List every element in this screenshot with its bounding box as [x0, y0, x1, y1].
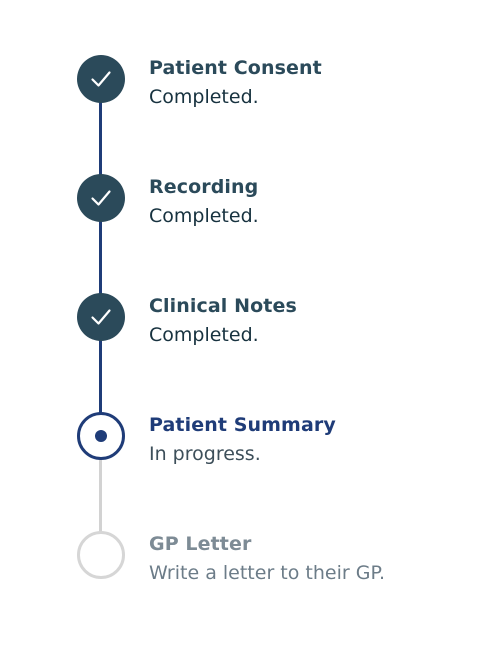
step-title: Patient Summary: [149, 414, 336, 436]
step-description: Completed.: [149, 86, 259, 108]
step-description: Completed.: [149, 205, 259, 227]
step-description: Write a letter to their GP.: [149, 562, 385, 584]
current-dot-icon: [95, 430, 107, 442]
connector-line: [99, 101, 102, 176]
current-step-icon: [77, 412, 125, 460]
step-description: In progress.: [149, 443, 261, 465]
step-patient-consent[interactable]: Patient Consent Completed.: [0, 55, 478, 119]
check-icon: [77, 293, 125, 341]
step-clinical-notes[interactable]: Clinical Notes Completed.: [0, 293, 478, 357]
step-recording[interactable]: Recording Completed.: [0, 174, 478, 238]
step-title: Recording: [149, 176, 259, 198]
step-description: Completed.: [149, 324, 259, 346]
connector-line: [99, 220, 102, 295]
step-title: GP Letter: [149, 533, 252, 555]
check-icon: [77, 55, 125, 103]
connector-line: [99, 339, 102, 414]
step-patient-summary[interactable]: Patient Summary In progress.: [0, 412, 478, 476]
check-icon: [77, 174, 125, 222]
step-gp-letter[interactable]: GP Letter Write a letter to their GP.: [0, 531, 478, 595]
step-title: Clinical Notes: [149, 295, 297, 317]
connector-line: [99, 458, 102, 533]
step-title: Patient Consent: [149, 57, 322, 79]
empty-circle-icon: [77, 531, 125, 579]
